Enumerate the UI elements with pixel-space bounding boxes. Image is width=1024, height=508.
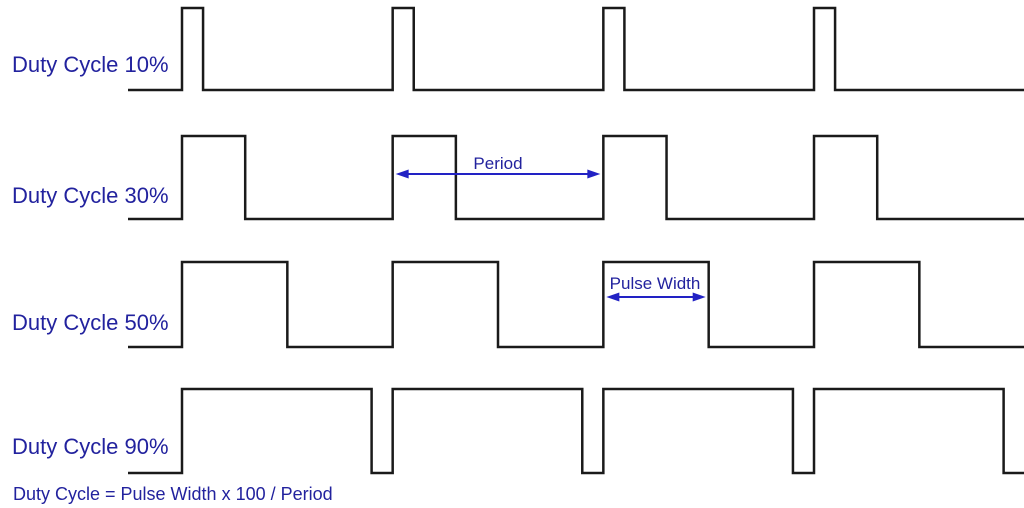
waveform-duty-10	[128, 6, 1024, 92]
pulse-width-annotation-label: Pulse Width	[609, 274, 701, 293]
waveform-duty-30	[128, 134, 1024, 221]
period-arrow	[395, 169, 601, 179]
waveform-duty-90	[128, 387, 1024, 475]
duty-cycle-formula: Duty Cycle = Pulse Width x 100 / Period	[13, 484, 333, 504]
duty-cycle-90-label: Duty Cycle 90%	[12, 434, 169, 459]
pulse-width-arrow	[606, 292, 706, 302]
duty-cycle-50-label: Duty Cycle 50%	[12, 310, 169, 335]
waveform-duty-50	[128, 260, 1024, 349]
duty-cycle-10-label: Duty Cycle 10%	[12, 52, 169, 77]
duty-cycle-30-label: Duty Cycle 30%	[12, 183, 169, 208]
period-annotation-label: Period	[473, 154, 523, 173]
